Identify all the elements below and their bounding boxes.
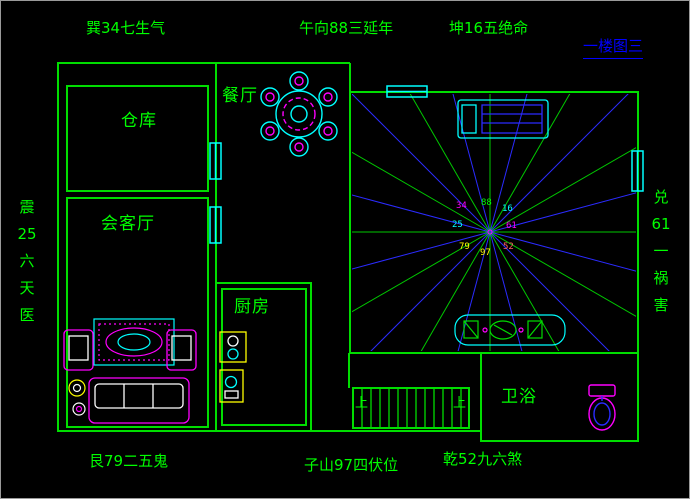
compass-ray[interactable] — [489, 123, 690, 233]
annotation-bottom-right[interactable]: 乾52九六煞 — [443, 450, 523, 468]
room-label-living[interactable]: 会客厅 — [101, 214, 155, 234]
compass-number: 16 — [502, 204, 513, 214]
stairs[interactable] — [352, 387, 470, 429]
compass-ray[interactable] — [489, 231, 690, 499]
compass-number: 88 — [481, 198, 492, 208]
annotation-right[interactable]: 兑 61 一 祸 害 — [651, 188, 671, 314]
compass-ray[interactable] — [489, 22, 690, 233]
annotation-top-right[interactable]: 坤16五绝命 — [449, 19, 529, 37]
compass-number: 61 — [506, 221, 517, 231]
annotation-top-left[interactable]: 巽34七生气 — [86, 19, 166, 37]
compass-ray[interactable] — [193, 231, 491, 499]
decor-item[interactable] — [72, 402, 86, 416]
room-label-bathroom[interactable]: 卫浴 — [501, 387, 537, 407]
compass-number: 52 — [503, 242, 514, 252]
sink[interactable] — [219, 369, 244, 403]
windows[interactable] — [209, 85, 644, 244]
compass-ray[interactable] — [280, 1, 491, 233]
compass-ray[interactable] — [489, 1, 599, 233]
stove[interactable] — [219, 331, 247, 363]
room-label-kitchen[interactable]: 厨房 — [234, 297, 270, 317]
walls[interactable] — [57, 62, 639, 442]
drawing-title[interactable]: 一楼图三 — [583, 37, 644, 59]
armchair-left[interactable] — [63, 329, 94, 371]
compass-ray[interactable] — [381, 231, 491, 499]
rug[interactable] — [93, 318, 175, 366]
annotation-top-center[interactable]: 午向88三延年 — [299, 19, 394, 37]
annotation-bottom-left[interactable]: 艮79二五鬼 — [89, 452, 169, 470]
compass-center — [487, 229, 493, 235]
room-label-dining[interactable]: 餐厅 — [222, 86, 258, 106]
dining-chairs — [260, 71, 338, 157]
compass-number: 25 — [452, 220, 463, 230]
toilet[interactable] — [588, 384, 616, 431]
compass-ray[interactable] — [193, 1, 491, 233]
compass-rays[interactable] — [70, 1, 690, 499]
compass-ray[interactable] — [126, 231, 491, 442]
compass-ray[interactable] — [489, 1, 690, 233]
compass-number: 79 — [459, 242, 470, 252]
stairs-up-right[interactable]: 上 — [453, 396, 467, 411]
annotation-left[interactable]: 震 25 六 天 医 — [17, 198, 37, 324]
dining-table[interactable] — [260, 71, 338, 157]
armchair-right[interactable] — [166, 329, 197, 371]
compass-ray[interactable] — [489, 231, 599, 499]
window — [386, 85, 428, 98]
compass-ray[interactable] — [489, 1, 690, 233]
compass-number: 97 — [480, 248, 491, 258]
compass-number: 34 — [456, 201, 467, 211]
piano[interactable] — [457, 99, 549, 139]
compass-ray[interactable] — [126, 22, 491, 233]
compass-ray[interactable] — [489, 231, 690, 499]
compass-ray[interactable] — [84, 123, 491, 233]
long-table[interactable] — [454, 314, 566, 346]
compass-ray[interactable] — [381, 1, 491, 233]
room-label-storage[interactable]: 仓库 — [121, 111, 157, 131]
annotation-bottom-center[interactable]: 子山97四伏位 — [304, 456, 399, 474]
window — [209, 142, 222, 180]
compass-ray[interactable] — [280, 231, 491, 499]
plant[interactable] — [68, 379, 86, 397]
compass-ray[interactable] — [489, 231, 690, 442]
window — [631, 150, 644, 192]
stairs-up-left[interactable]: 上 — [355, 396, 369, 411]
compass-ray[interactable] — [489, 231, 690, 341]
compass-ray[interactable] — [84, 231, 491, 341]
sofa[interactable] — [88, 377, 190, 424]
window — [209, 206, 222, 244]
